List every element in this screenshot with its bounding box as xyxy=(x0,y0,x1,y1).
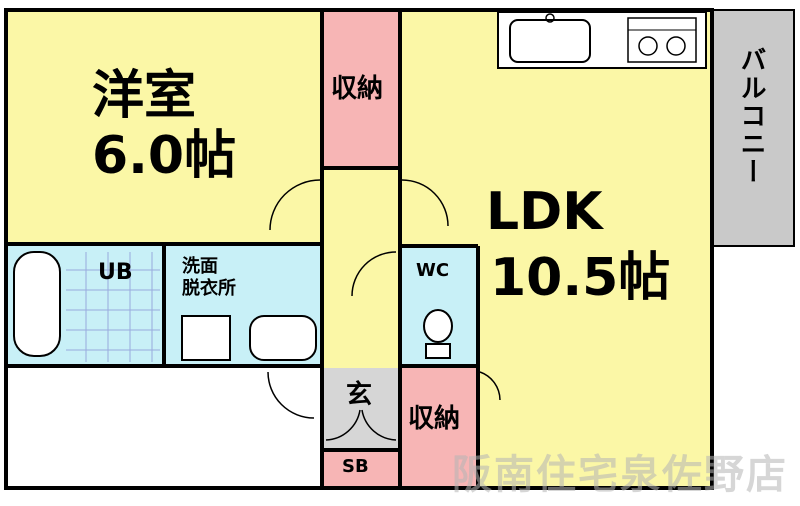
toilet-tank xyxy=(425,343,451,359)
western-room-fill xyxy=(6,10,322,242)
door-hall-ldk xyxy=(401,179,449,227)
watermark: 阪南住宅泉佐野店 xyxy=(452,451,788,498)
western-room-name: 洋室 xyxy=(92,66,197,126)
bathtub xyxy=(13,251,61,357)
closet-bottom-label: 収納 xyxy=(408,404,461,434)
washing-machine xyxy=(181,315,231,361)
closet-top-fill xyxy=(322,10,400,168)
entrance-fill xyxy=(322,368,400,450)
washroom-label-line1: 洗面 xyxy=(182,256,218,277)
ldk-size: 10.5帖 xyxy=(490,248,671,308)
shoebox-fill xyxy=(322,450,400,488)
door-entrance-left xyxy=(325,409,361,441)
kitchen-sink xyxy=(509,19,591,63)
burner-right xyxy=(666,36,686,56)
door-hall-wc xyxy=(351,251,397,297)
door-western xyxy=(269,179,321,231)
door-entrance-right xyxy=(361,409,397,441)
door-washroom xyxy=(267,371,315,419)
toilet-bowl xyxy=(423,309,453,343)
bath-label: UB xyxy=(98,260,133,285)
outer-wall xyxy=(4,8,714,490)
closet-bottom-fill xyxy=(400,368,478,488)
balcony-label: バルコニー xyxy=(736,46,766,186)
washbasin xyxy=(249,315,317,361)
ldk-name: LDK xyxy=(486,182,603,242)
shoebox-label: SB xyxy=(342,456,369,477)
closet-top-label: 収納 xyxy=(331,74,384,104)
door-ldk-closet xyxy=(479,371,501,401)
entrance-label: 玄 xyxy=(346,380,373,410)
burner-left xyxy=(638,36,658,56)
stove xyxy=(627,17,697,63)
western-room-size: 6.0帖 xyxy=(92,126,237,186)
faucet xyxy=(545,13,555,23)
wc-label: WC xyxy=(416,260,450,281)
balcony-border xyxy=(711,9,795,247)
balcony-fill xyxy=(712,10,794,246)
hall-fill xyxy=(322,168,400,368)
washroom-label-line2: 脱衣所 xyxy=(182,278,236,299)
